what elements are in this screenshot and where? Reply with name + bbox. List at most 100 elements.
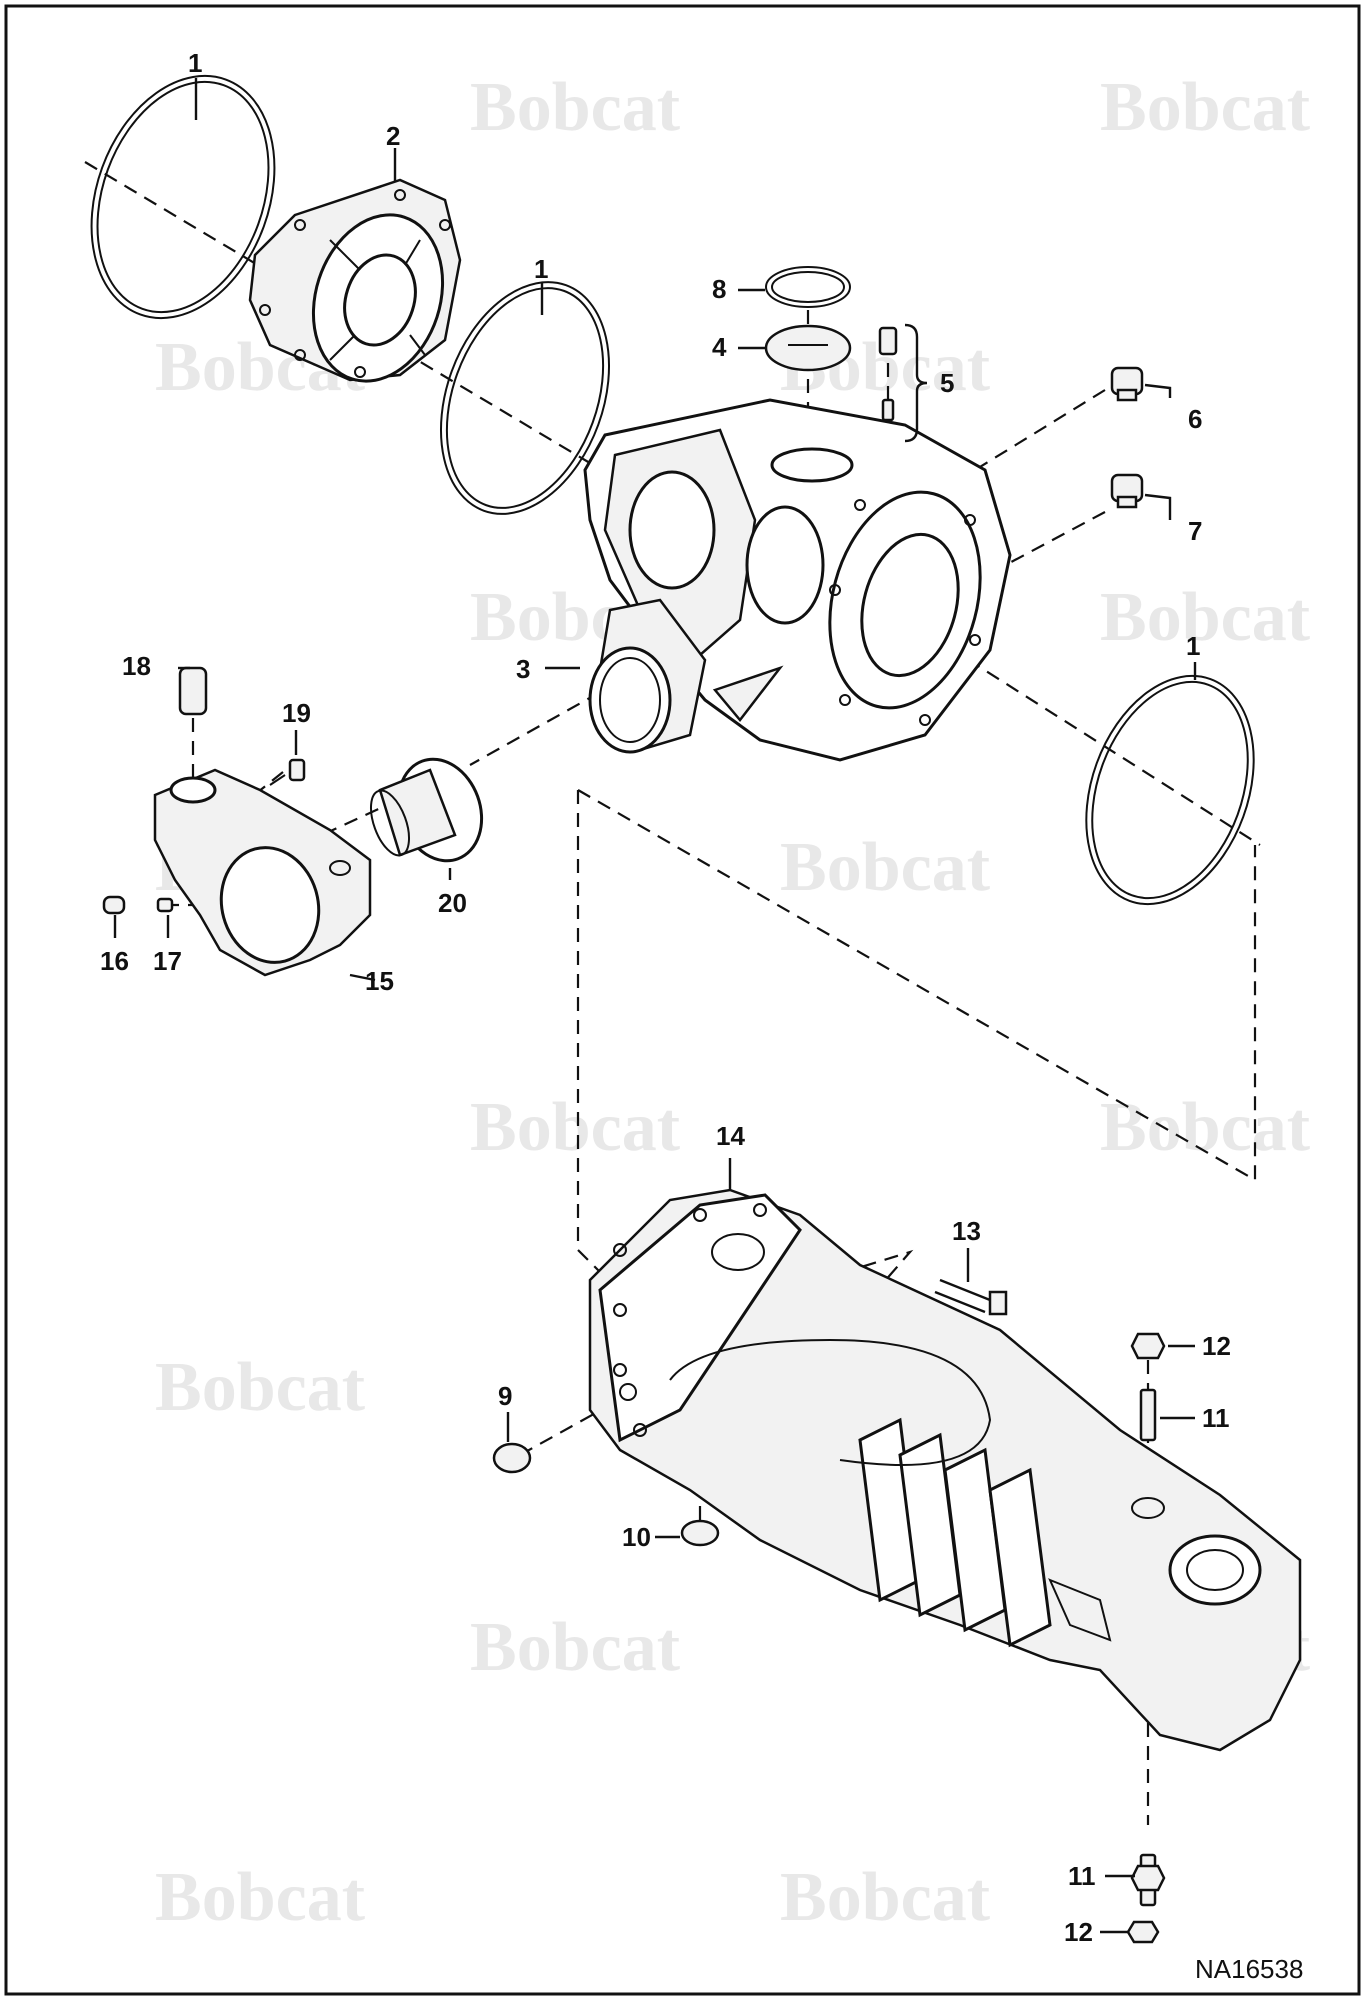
watermark-text: Bobcat bbox=[780, 1859, 990, 1936]
plug-9 bbox=[492, 1442, 532, 1474]
screw-19 bbox=[269, 758, 306, 786]
callout-9: 9 bbox=[498, 1381, 512, 1411]
housing-14-pivot-bore-inner bbox=[1186, 1549, 1244, 1591]
cap-16 bbox=[102, 895, 126, 915]
cover-rib bbox=[409, 334, 426, 356]
housing-14-flange bbox=[598, 1193, 802, 1443]
housing-14-fill-port bbox=[711, 1233, 765, 1271]
callout-7: 7 bbox=[1188, 516, 1202, 546]
bolt-hole bbox=[753, 1203, 767, 1217]
housing-14-fin bbox=[988, 1467, 1052, 1648]
axis-line-19 bbox=[247, 771, 284, 801]
cover-part-2 bbox=[248, 178, 462, 383]
pin-18 bbox=[178, 666, 208, 716]
bolt-hole bbox=[964, 514, 976, 526]
callout-19: 19 bbox=[282, 698, 311, 728]
housing-stop-tab bbox=[712, 665, 784, 722]
leader-lines bbox=[113, 78, 1197, 1934]
cap-disc-4 bbox=[764, 324, 852, 372]
callout-14: 14 bbox=[716, 1121, 745, 1151]
bolt-13-shank bbox=[934, 1290, 986, 1314]
arm-bore bbox=[219, 846, 321, 964]
grease-fitting-5 bbox=[878, 326, 898, 356]
callout-18: 18 bbox=[122, 651, 151, 681]
bearing-boss-3-face bbox=[588, 646, 672, 754]
knuckle-housing bbox=[583, 398, 1012, 762]
o-ring-1-top-inner bbox=[96, 80, 270, 314]
housing-14-drain-port bbox=[619, 1383, 637, 1401]
arm-pin-hole bbox=[169, 776, 217, 804]
callout-6: 6 bbox=[1188, 404, 1202, 434]
callout-10: 10 bbox=[622, 1522, 651, 1552]
o-ring-1-right-inner bbox=[1091, 680, 1249, 900]
bolt-hole bbox=[633, 1423, 647, 1437]
cover-rib bbox=[329, 239, 361, 271]
arm-small-hole bbox=[329, 860, 351, 876]
bolt-hole bbox=[919, 714, 931, 726]
watermark-text: Bobcat bbox=[470, 69, 680, 146]
callout-1-right: 1 bbox=[1186, 631, 1200, 661]
callout-2: 2 bbox=[386, 121, 400, 151]
bolt-13-head bbox=[988, 1290, 1008, 1316]
bolt-hole bbox=[613, 1243, 627, 1257]
nut-12-top bbox=[1130, 1332, 1166, 1360]
housing-14-stud-hole bbox=[1131, 1497, 1165, 1519]
bolt-13 bbox=[934, 1278, 1008, 1316]
bolt-hole bbox=[394, 189, 406, 201]
callout-16: 16 bbox=[100, 946, 129, 976]
snap-ring-8 bbox=[765, 266, 851, 308]
callout-3: 3 bbox=[516, 654, 530, 684]
plug-7 bbox=[1110, 473, 1144, 509]
watermark-text: Bobcat bbox=[1100, 1089, 1310, 1166]
housing-top-bore bbox=[770, 447, 854, 483]
plug-6-thread bbox=[1116, 388, 1138, 402]
steering-arm-15 bbox=[153, 768, 372, 977]
bolt-hole bbox=[439, 219, 451, 231]
housing-left-bore bbox=[628, 470, 716, 590]
watermark-text: Bobcat bbox=[155, 1859, 365, 1936]
axle-housing-14 bbox=[588, 1188, 1302, 1752]
o-ring-1-middle bbox=[439, 281, 611, 515]
screw-19-shank bbox=[269, 774, 286, 786]
housing-mid-bore bbox=[745, 505, 825, 625]
housing-flange-bore bbox=[860, 532, 960, 678]
callout-5: 5 bbox=[940, 368, 954, 398]
watermark-text: Bobcat bbox=[155, 1349, 365, 1426]
leader-7 bbox=[1144, 493, 1172, 520]
o-ring-1-top bbox=[90, 74, 276, 320]
housing-guide-left bbox=[576, 790, 601, 1273]
watermark-text: Bobcat bbox=[1100, 579, 1310, 656]
bushing-20-body bbox=[378, 768, 457, 857]
bushing-20-end bbox=[369, 789, 411, 857]
watermark-text: Bobcat bbox=[1100, 69, 1310, 146]
watermark-text: Bobcat bbox=[780, 829, 990, 906]
housing-guide-right bbox=[577, 789, 1257, 1182]
axis-line-7 bbox=[999, 511, 1106, 569]
callout-15: 15 bbox=[365, 966, 394, 996]
plug-6 bbox=[1110, 366, 1144, 402]
bolt-hole bbox=[294, 219, 306, 231]
callout-11-bottom: 11 bbox=[1068, 1861, 1096, 1891]
housing-14-pivot-bore bbox=[1168, 1534, 1262, 1606]
watermark-layer: Bobcat Bobcat Bobcat Bobcat Bobcat Bobca… bbox=[155, 69, 1310, 1936]
bolt-hole bbox=[693, 1208, 707, 1222]
drawing-code: NA16538 bbox=[1195, 1954, 1303, 1984]
plug-7-thread bbox=[1116, 495, 1138, 509]
grease-fitting-5-small bbox=[881, 398, 895, 422]
bolt-hole bbox=[259, 304, 271, 316]
bolt-hole bbox=[839, 694, 851, 706]
watermark-text: Bobcat bbox=[470, 1609, 680, 1686]
nut-12-bottom-shape bbox=[1126, 1920, 1160, 1944]
bolt-hole bbox=[829, 584, 841, 596]
watermark-text: Bobcat bbox=[470, 1089, 680, 1166]
o-ring-1-right bbox=[1085, 674, 1255, 906]
bolt-hole bbox=[854, 499, 866, 511]
callout-20: 20 bbox=[438, 888, 467, 918]
nut-12-bottom bbox=[1130, 1864, 1166, 1892]
callout-13: 13 bbox=[952, 1216, 981, 1246]
callout-8: 8 bbox=[712, 274, 726, 304]
callout-17: 17 bbox=[153, 946, 182, 976]
bushing-20 bbox=[369, 757, 484, 863]
stud-11-top bbox=[1139, 1388, 1157, 1442]
